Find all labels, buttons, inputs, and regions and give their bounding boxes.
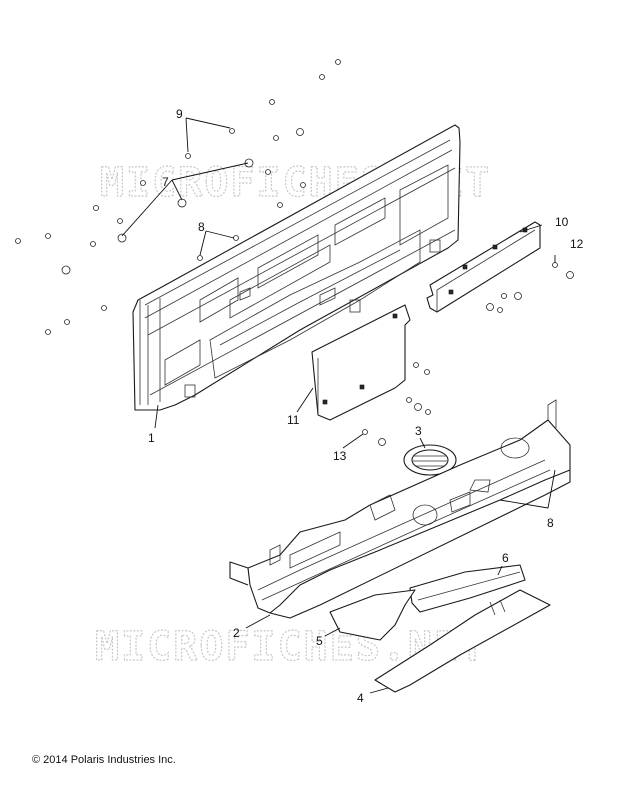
callout-9: 9 xyxy=(176,107,183,121)
callout-8-lower: 8 xyxy=(547,516,554,530)
callout-13: 13 xyxy=(333,449,347,463)
part-1-rear-panel xyxy=(132,124,461,411)
callout-10: 10 xyxy=(555,215,569,229)
callout-5: 5 xyxy=(316,634,323,648)
copyright-notice: © 2014 Polaris Industries Inc. xyxy=(32,754,176,766)
callout-11: 11 xyxy=(287,413,300,427)
part-6-pad xyxy=(409,564,526,613)
part-4-mat xyxy=(374,589,551,693)
callout-7: 7 xyxy=(162,175,169,189)
part-3-grommet xyxy=(403,444,457,476)
callout-6: 6 xyxy=(502,551,509,565)
callout-4: 4 xyxy=(357,691,364,705)
leader-lines xyxy=(121,117,556,694)
part-10-pad xyxy=(426,221,541,313)
part-5-pad xyxy=(329,589,416,641)
callouts: 1 2 3 4 5 6 7 8 8 9 10 11 12 13 xyxy=(148,107,584,705)
callout-3: 3 xyxy=(415,424,422,438)
fasteners xyxy=(15,59,574,446)
part-2-floor-tray xyxy=(229,399,571,619)
callout-2: 2 xyxy=(233,626,240,640)
part-11-pad xyxy=(311,304,411,421)
callout-8-upper: 8 xyxy=(198,220,205,234)
callout-12: 12 xyxy=(570,237,584,251)
callout-1: 1 xyxy=(148,431,155,445)
